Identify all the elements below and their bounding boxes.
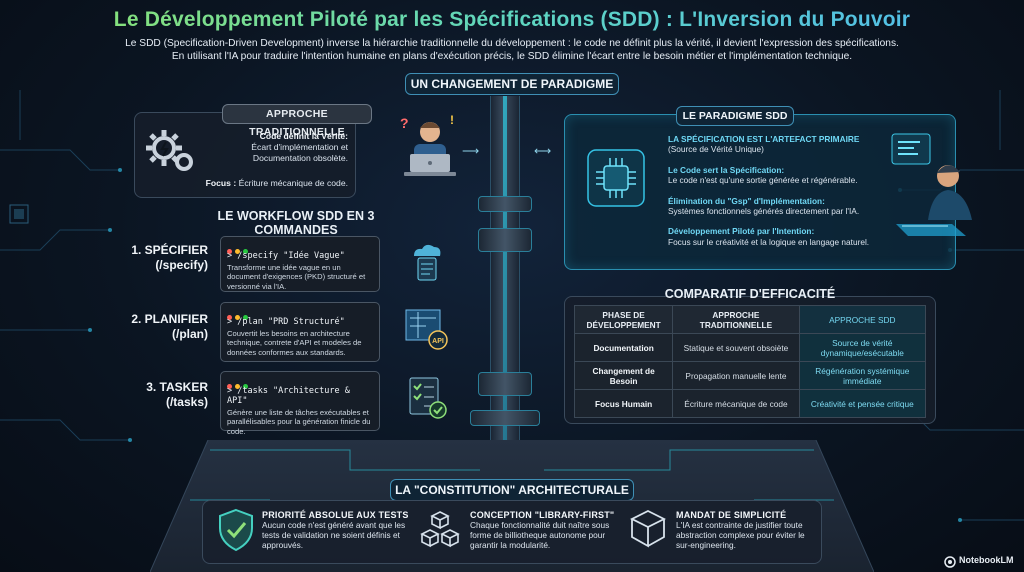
principle-desc: Aucun code n'est généré avant que les te… <box>262 520 406 550</box>
pillar-ring <box>478 228 532 252</box>
sdd-item-title: LA SPÉCIFICATION EST L'ARTEFACT PRIMAIRE <box>668 134 860 144</box>
terminal-close-dot <box>227 249 232 254</box>
table-header: APPROCHE TRADITIONNELLE <box>672 305 800 334</box>
ai-typing-person-icon <box>891 133 972 236</box>
terminal-max-dot <box>243 315 248 320</box>
terminal-description: Couvertit les besoins en architecture te… <box>227 329 362 357</box>
svg-text:!: ! <box>450 113 454 127</box>
page-title: Le Développement Piloté par les Spécific… <box>0 8 1024 32</box>
brand-name: NotebookLM <box>959 555 1014 565</box>
shield-check-icon <box>219 508 253 552</box>
table-cell: Propagation manuelle lente <box>672 361 800 390</box>
table-header: APPROCHE SDD <box>798 305 927 334</box>
terminal-min-dot <box>235 315 240 320</box>
arrow-right-icon: ⟶ <box>462 144 480 158</box>
workflow-title: LE WORKFLOW SDD EN 3 COMMANDES <box>217 209 375 237</box>
traditional-text-2: Documentation obsolète. <box>252 153 348 163</box>
checklist-icon <box>409 377 447 419</box>
sdd-item-title: Développement Piloté par l'Intention: <box>668 226 815 237</box>
table-row: Documentation Statique et souvent obsoiè… <box>573 333 927 362</box>
pillar-ring <box>470 410 540 426</box>
terminal-tasks: > /tasks "Architecture & API" Génère une… <box>220 371 380 436</box>
sdd-item-title: Élimination du "Gsp" d'Implémentation: <box>668 195 825 206</box>
table-cell: Statique et souvent obsoiète <box>672 333 800 362</box>
subtitle-line-2: En utilisant l'IA pour traduire l'intent… <box>171 51 853 62</box>
chip-icon <box>587 149 645 207</box>
sdd-item-text: Systèmes fonctionnels générés directemen… <box>668 206 860 217</box>
developer-laptop-icon: ? ! <box>400 113 456 176</box>
svg-text:API: API <box>432 338 444 345</box>
terminal-min-dot <box>235 249 240 254</box>
terminal-close-dot <box>227 384 232 389</box>
terminal-min-dot <box>235 384 240 389</box>
document-cloud-icon <box>414 244 441 281</box>
focus-label: Focus : <box>205 178 237 188</box>
pillar-glow <box>503 96 507 496</box>
principle-title: MANDAT DE SIMPLICITÉ <box>676 510 787 520</box>
sdd-item-text: Focus sur le créativité et la logique en… <box>668 236 870 247</box>
pillar-ring <box>478 372 532 396</box>
step-sub: (/tasks) <box>165 395 208 409</box>
sdd-item-text: (Source de Vérité Unique) <box>668 144 764 155</box>
principle-desc: L'IA est contrainte de justifier toute a… <box>676 520 805 550</box>
traditional-text-1: Écart d'implémentation et <box>251 142 348 152</box>
step-name: 2. PLANIFIER <box>131 312 208 326</box>
terminal-plan: > /plan "PRD Structuré" Couvertit les be… <box>220 302 380 362</box>
table-cell: Source de vérité dynamique/esécutable <box>798 333 927 362</box>
subtitle-line-1: Le SDD (Specification-Driven Development… <box>125 38 899 49</box>
traditional-heading: Code définit la Vérité: <box>259 131 348 141</box>
terminal-max-dot <box>243 384 248 389</box>
cube-icon <box>629 509 667 548</box>
table-cell: Créativité et pensée critique <box>798 389 927 418</box>
table-cell: Écriture mécanique de code <box>672 389 800 418</box>
comparison-table: PHASE DE DÉVELOPPEMENT APPROCHE TRADITIO… <box>573 305 927 418</box>
table-row: Changement de Besoin Propagation manuell… <box>573 361 927 390</box>
table-row: Focus Humain Écriture mécanique de code … <box>573 389 927 418</box>
notebook-logo-icon <box>944 556 956 568</box>
brand-badge: NotebookLM <box>944 555 1022 569</box>
cubes-icon <box>420 511 460 548</box>
sdd-item-text: Le code n'est qu'une sortie générée et r… <box>668 175 858 186</box>
step-sub: (/specify) <box>155 258 208 272</box>
terminal-specify: > /specify "Idée Vague" Transforme une i… <box>220 236 380 292</box>
focus-text: Écriture mécanique de code. <box>238 178 348 188</box>
terminal-description: Transforme une idée vague en un document… <box>227 263 366 291</box>
sdd-paradigm-label: LE PARADIGME SDD <box>676 106 794 126</box>
terminal-max-dot <box>243 249 248 254</box>
terminal-close-dot <box>227 315 232 320</box>
principle-desc: Chaque fonctionnalité duit naître sous f… <box>470 520 610 550</box>
constitution-panel <box>202 500 822 564</box>
principle-title: PRIORITÉ ABSOLUE AUX TESTS <box>262 510 409 520</box>
table-cell: Documentation <box>573 333 674 362</box>
sdd-item-title: Le Code sert la Spécification: <box>668 164 785 175</box>
terminal-description: Génère une liste de tâches exécutables e… <box>227 408 371 436</box>
svg-text:?: ? <box>400 115 409 131</box>
table-cell: Régénération systémique immédiate <box>798 361 927 390</box>
comparison-title: COMPARATIF D'EFFICACITÉ <box>664 287 836 301</box>
step-name: 3. TASKER <box>146 380 208 394</box>
table-cell: Changement de Besoin <box>573 361 674 390</box>
arrow-left-right-icon: ⟷ <box>534 144 552 158</box>
terminal-command: > /plan "PRD Structuré" <box>227 317 345 327</box>
principle-title: CONCEPTION "LIBRARY-FIRST" <box>470 510 615 520</box>
step-sub: (/plan) <box>172 327 208 341</box>
gear-gears-icon <box>146 130 193 171</box>
step-name: 1. SPÉCIFIER <box>131 243 208 257</box>
table-cell: Focus Humain <box>573 389 674 418</box>
table-header: PHASE DE DÉVELOPPEMENT <box>573 305 674 334</box>
paradigm-label: UN CHANGEMENT DE PARADIGME <box>405 73 619 95</box>
constitution-label: LA "CONSTITUTION" ARCHITECTURALE <box>390 479 634 501</box>
terminal-command: > /specify "Idée Vague" <box>227 251 345 261</box>
traditional-label: APPROCHE TRADITIONNELLE <box>222 104 372 138</box>
blueprint-api-icon: API <box>405 309 448 350</box>
terminal-command: > /tasks "Architecture & API" <box>227 386 350 406</box>
pillar-ring <box>478 196 532 212</box>
